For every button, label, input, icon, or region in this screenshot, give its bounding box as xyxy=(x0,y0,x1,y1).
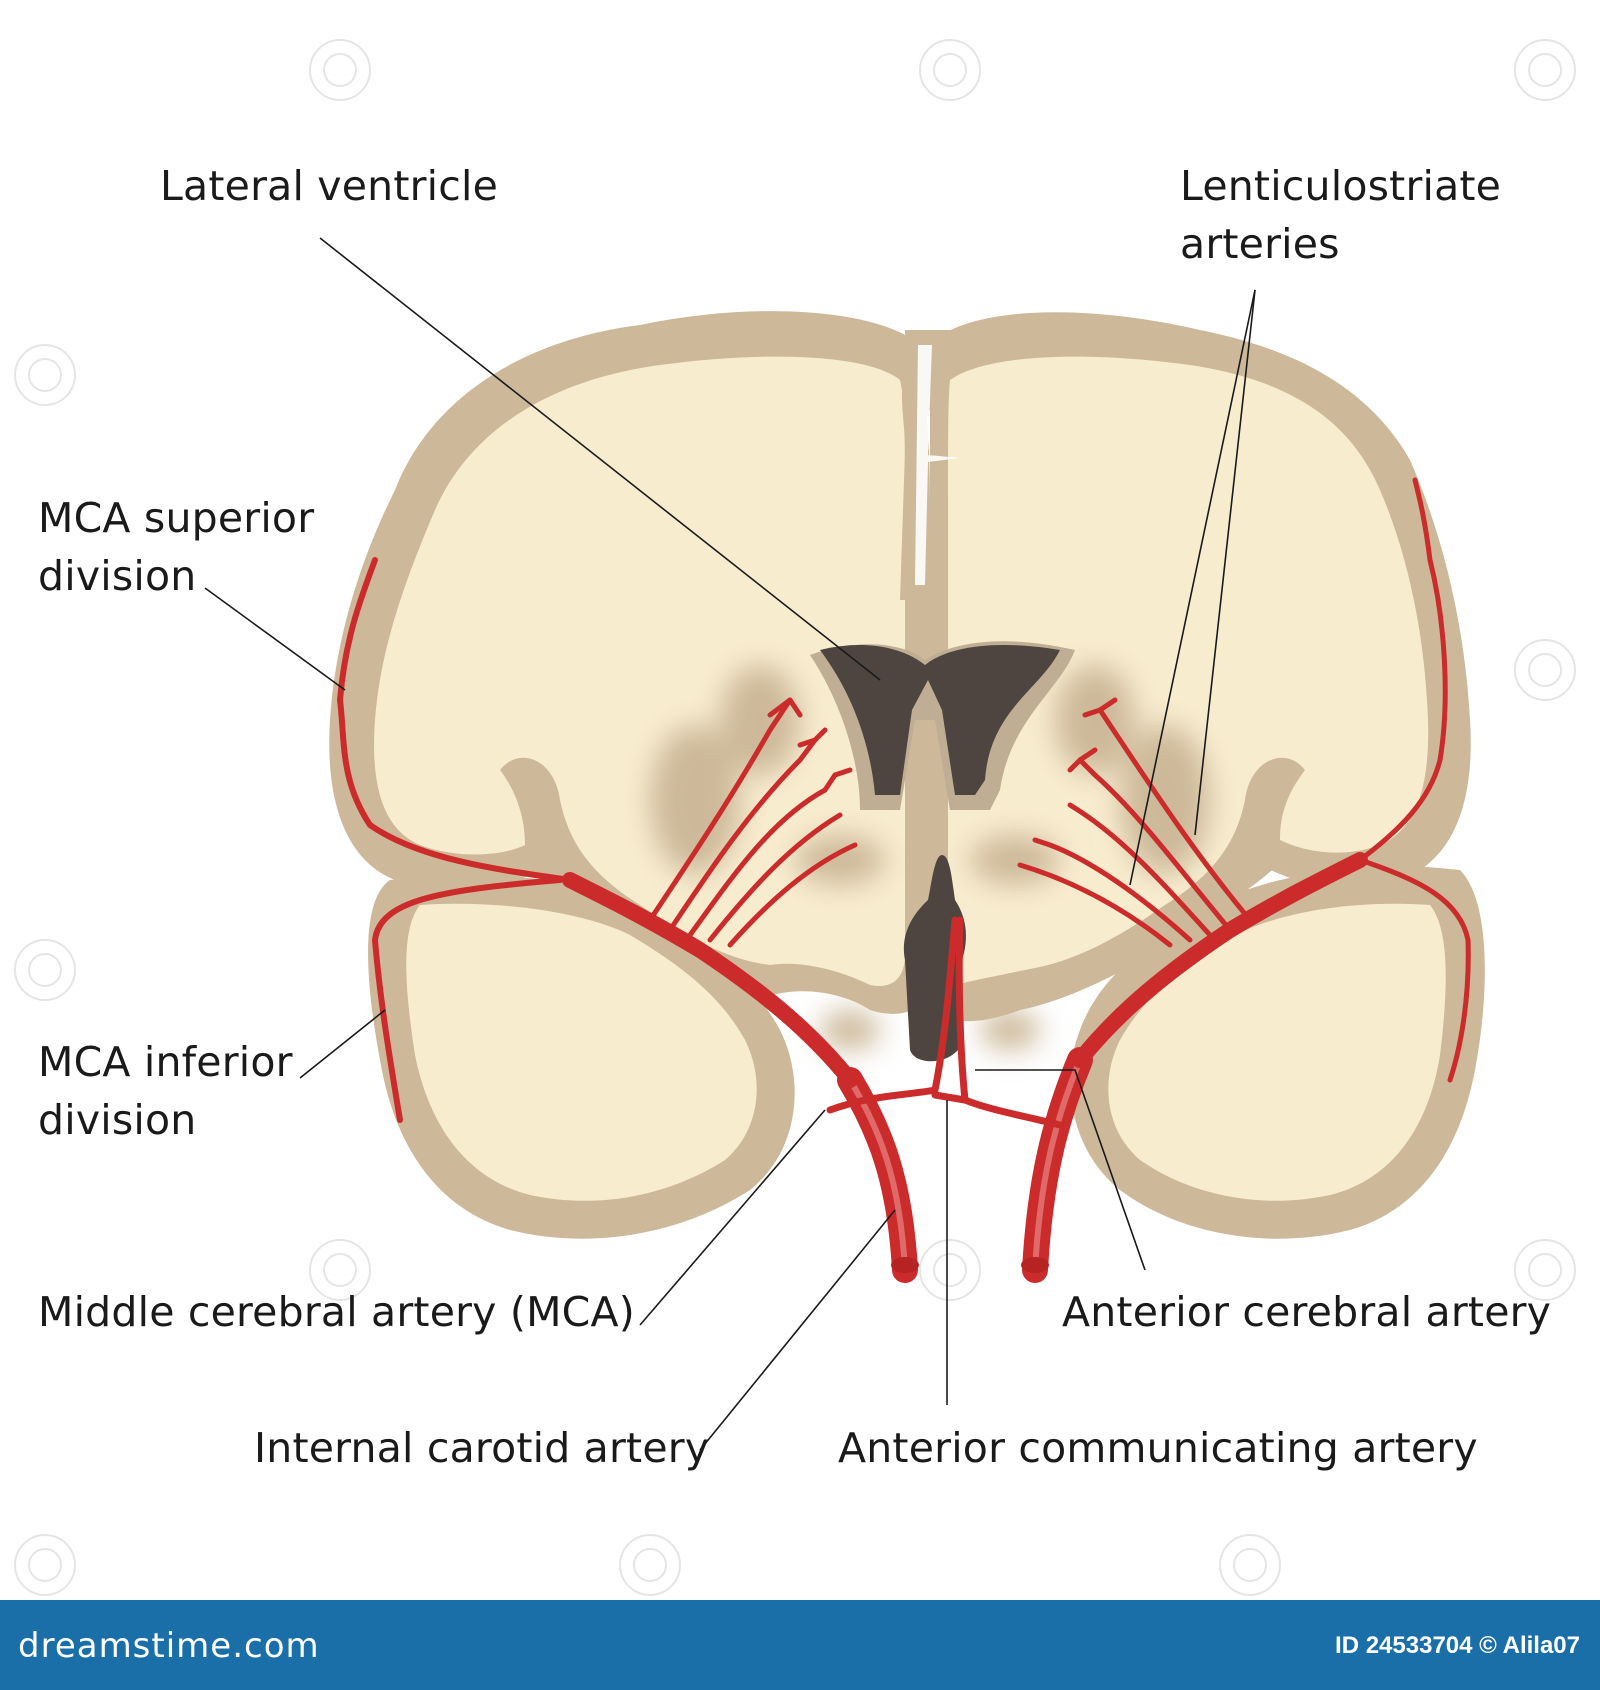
leader-internal-carotid-artery xyxy=(699,1209,896,1451)
footer-credit: ID 24533704 © Alila07 xyxy=(1335,1632,1580,1659)
left-lenticulostriate-arteries xyxy=(647,697,858,948)
right-mca-inferior-division xyxy=(1357,857,1471,1083)
label-lateral-ventricle: Lateral ventricle xyxy=(160,162,499,210)
label-middle-cerebral-artery: Middle cerebral artery (MCA) xyxy=(38,1288,635,1336)
right-internal-carotid-artery xyxy=(1022,1047,1093,1283)
right-temporal-white-matter xyxy=(1108,903,1446,1201)
brain-section xyxy=(329,311,1485,1239)
left-middle-cerebral-artery xyxy=(562,872,858,1088)
anterior-communicating-artery xyxy=(931,1091,969,1104)
label-mca-inferior-line2: division xyxy=(38,1096,197,1144)
label-mca-superior-line1: MCA superior xyxy=(38,494,315,542)
leader-mca-inferior xyxy=(299,1009,386,1079)
right-mca-superior-division xyxy=(1357,477,1448,863)
label-anterior-cerebral-artery: Anterior cerebral artery xyxy=(1062,1288,1552,1336)
footer-brand[interactable]: dreamstime.com xyxy=(18,1626,320,1666)
right-lenticulostriate-arteries xyxy=(1017,697,1253,948)
left-anterior-cerebral-artery xyxy=(826,916,959,1114)
label-lenticulostriate-line2: arteries xyxy=(1180,220,1340,268)
label-internal-carotid-artery: Internal carotid artery xyxy=(254,1424,710,1472)
right-white-matter xyxy=(948,356,1429,985)
label-lenticulostriate-line1: Lenticulostriate xyxy=(1180,162,1502,210)
leader-lateral-ventricle xyxy=(319,237,881,681)
label-mca-inferior-line1: MCA inferior xyxy=(38,1038,293,1086)
left-temporal-white-matter xyxy=(406,903,757,1201)
label-anterior-communicating-artery: Anterior communicating artery xyxy=(838,1424,1478,1472)
arteries xyxy=(336,477,1471,1283)
fissure-gap xyxy=(915,345,960,585)
leader-lenticulostriate-1 xyxy=(1129,289,1256,886)
leader-lines xyxy=(204,237,1256,1451)
third-ventricle xyxy=(903,855,966,1062)
left-mca-superior-division xyxy=(336,557,573,883)
longitudinal-fissure xyxy=(900,330,950,600)
right-anterior-cerebral-artery xyxy=(955,916,1064,1129)
lateral-ventricle xyxy=(820,645,1060,795)
leader-middle-cerebral-artery xyxy=(639,1109,826,1326)
leader-lenticulostriate-2 xyxy=(1194,289,1256,836)
leader-mca-superior xyxy=(204,587,346,691)
left-mca-inferior-division xyxy=(371,877,563,1123)
label-mca-superior-line2: division xyxy=(38,552,197,600)
left-internal-carotid-artery xyxy=(837,1067,918,1283)
footer-bar: dreamstime.com ID 24533704 © Alila07 xyxy=(0,1600,1600,1690)
leader-anterior-cerebral-artery xyxy=(975,1069,1146,1271)
